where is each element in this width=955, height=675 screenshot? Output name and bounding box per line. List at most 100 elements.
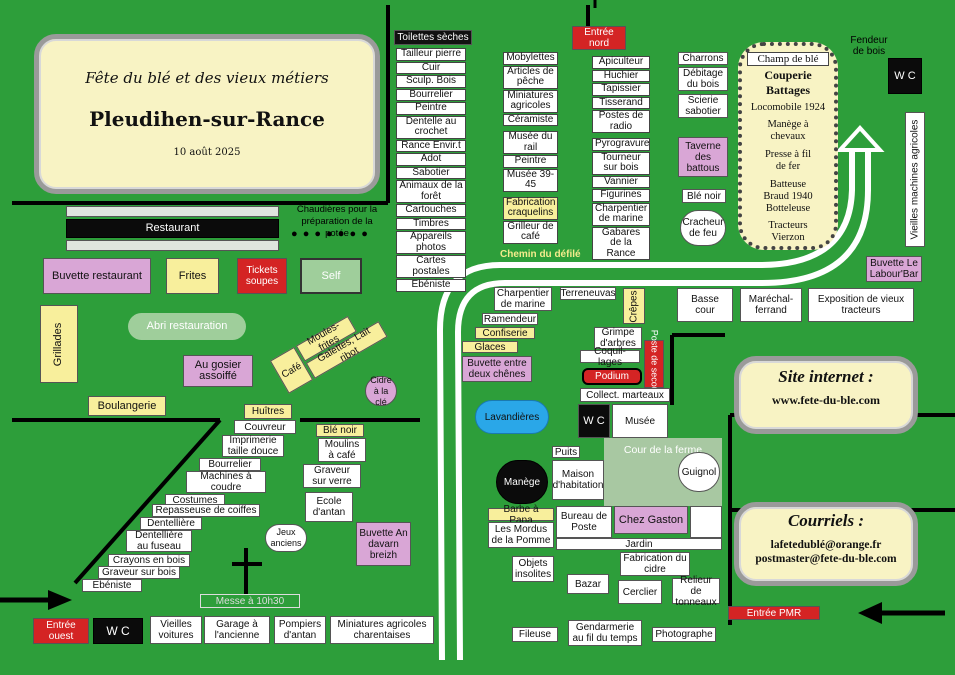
title-date: 10 août 2025 xyxy=(173,147,241,158)
ecole-d-antan: Ecole d'antan xyxy=(305,492,353,522)
champ-manege: Manège à chevaux xyxy=(767,119,809,142)
col3-item: Vannier xyxy=(592,175,650,188)
col3-item: Gabares de la Rance xyxy=(592,226,650,260)
restaurant-bar-top xyxy=(66,206,279,217)
champ-de-ble: Champ de blé Couperie Battages Locomobil… xyxy=(738,42,838,250)
jeux-anciens: Jeux anciens xyxy=(265,524,307,552)
col3-item: Charpentier de marine xyxy=(592,202,650,226)
champ-tracteurs: Tracteurs Vierzon xyxy=(768,220,808,243)
puits: Puits xyxy=(552,446,580,458)
tickets-soupes: Tickets soupes xyxy=(237,258,287,294)
debitage-du-bois: Débitage du bois xyxy=(678,67,728,91)
restaurant-bar-bottom xyxy=(66,240,279,251)
champ-couperie: Couperie xyxy=(764,68,812,82)
huitres: Huîtres xyxy=(244,404,292,419)
title-line2: Pleudihen-sur-Rance xyxy=(89,107,325,131)
champ-battages: Battages xyxy=(766,83,810,97)
chemin-du-defile: Chemin du défilé xyxy=(500,249,581,260)
ble-noir: Blé noir xyxy=(682,189,726,203)
chez-gaston-side xyxy=(690,506,722,538)
vieilles-machines-label: Vieilles machines agricoles xyxy=(909,119,921,240)
arrow-up-icon xyxy=(835,125,885,152)
garage: Garage à l'ancienne xyxy=(204,616,270,644)
col1-item: Bourrelier xyxy=(396,88,466,101)
relieur-de-tonneaux: Relieur de tonneaux xyxy=(672,575,720,608)
entree-ouest[interactable]: Entrée ouest xyxy=(33,618,89,644)
diag-couvreur: Couvreur xyxy=(234,420,296,434)
col2-item: Peintre xyxy=(503,155,558,168)
arrow-left-icon-west xyxy=(0,590,72,610)
fendeur-de-bois: Fendeur de bois xyxy=(848,34,890,58)
col1-item: Animaux de la forêt xyxy=(396,180,466,203)
col1-item: Appareils photos xyxy=(396,231,466,254)
col1-item: Tailleur pierre xyxy=(396,48,466,61)
grillades-label: Grillades xyxy=(52,322,65,366)
chaudieres-dots: ● ● ● ● ● ● ● xyxy=(291,228,369,240)
crepes: Crêpes xyxy=(623,288,645,324)
collect-marteaux: Collect. marteaux xyxy=(580,388,670,402)
diag-repasseuse: Repasseuse de coiffes xyxy=(152,504,260,517)
exposition-tracteurs: Exposition de vieux tracteurs xyxy=(808,288,914,322)
buvette-an-davarn: Buvette An davarn breizh xyxy=(356,522,411,566)
coquillages: Coquil-lages xyxy=(580,346,640,368)
arrow-left-icon-pmr xyxy=(858,602,945,624)
crepes-label: Crêpes xyxy=(628,289,640,323)
manege: Manège xyxy=(496,460,548,504)
grillades: Grillades xyxy=(40,305,78,383)
col3-item: Tapissier xyxy=(592,83,650,96)
wc-center: W C xyxy=(578,404,610,438)
abri-restauration: Abri restauration xyxy=(128,313,246,340)
photographe: Photographe xyxy=(652,627,716,642)
diag-dentelliere: Dentellière xyxy=(140,517,202,530)
taverne-des-battous: Taverne des battous xyxy=(678,137,728,177)
champ-botteleuse: Botteleuse xyxy=(765,203,811,214)
diag-graveur-bois: Graveur sur bois xyxy=(98,566,180,579)
wc-top-right: W C xyxy=(888,58,922,94)
diag-imprimerie: Imprimerie taille douce xyxy=(222,435,284,457)
courriels-label: Courriels : xyxy=(787,511,865,530)
col2-item: Fabrication craquelins xyxy=(503,196,558,220)
col3-item: Tisserand xyxy=(592,96,650,109)
col1: Tailleur pierre Cuir Sculp. Bois Bourrel… xyxy=(396,48,466,293)
buvette-restaurant: Buvette restaurant xyxy=(43,258,151,294)
cross-icon xyxy=(232,548,262,596)
col1-item: Dentelle au crochet xyxy=(396,115,466,139)
au-gosier-assoiffe: Au gosier assoiffé xyxy=(183,355,253,387)
email-2[interactable]: postmaster@fete-du-ble.com xyxy=(755,553,897,565)
poste-de-secours: Poste de secours xyxy=(644,329,664,399)
miniatures-charentaises: Miniatures agricoles charentaises xyxy=(330,616,434,644)
col1-item: Cartouches xyxy=(396,204,466,217)
diag-ebeniste: Ebéniste xyxy=(82,579,142,592)
gendarmerie: Gendarmerie au fil du temps xyxy=(568,620,642,646)
charpentier-de-marine-2: Charpentier de marine xyxy=(494,287,552,311)
cidre-a-la-cle: Cidre à la clé xyxy=(365,375,397,407)
site-url[interactable]: www.fete-du-ble.com xyxy=(772,393,880,407)
col3-item: Apiculteur xyxy=(592,56,650,69)
col3-item: Postes de radio xyxy=(592,110,650,133)
entree-nord[interactable]: Entrée nord xyxy=(572,26,626,50)
restaurant: Restaurant xyxy=(66,219,279,238)
guignol: Guignol xyxy=(678,452,720,492)
col3-item: Tourneur sur bois xyxy=(592,151,650,175)
maison-d-habitation: Maison d'habitation xyxy=(552,460,604,500)
entree-pmr[interactable]: Entrée PMR xyxy=(728,606,820,620)
diag-machines: Machines à coudre xyxy=(186,471,266,493)
col1-item: Cuir xyxy=(396,61,466,74)
marechal-ferrand: Maréchal-ferrand xyxy=(740,288,802,322)
site-internet-panel: Site internet : www.fete-du-ble.com xyxy=(734,356,918,434)
graveur-sur-verre: Graveur sur verre xyxy=(303,464,361,488)
pompiers: Pompiers d'antan xyxy=(274,616,326,644)
col2-item: Grilleur de café xyxy=(503,220,558,244)
ramendeur: Ramendeur xyxy=(482,313,538,325)
messe: Messe à 10h30 xyxy=(200,594,300,608)
champ-title: Champ de blé xyxy=(747,52,829,66)
buvette-labour-bar: Buvette Le Labour'Bar xyxy=(866,256,922,282)
col3-item: Pyrogravure xyxy=(592,138,650,151)
email-1[interactable]: lafetedublé@orange.fr xyxy=(770,539,882,551)
barbe-a-papa: Barbe à Papa xyxy=(488,504,554,526)
champ-locomobile: Locomobile 1924 xyxy=(750,102,826,113)
terreneuvas: Terreneuvas xyxy=(560,287,616,300)
basse-cour: Basse cour xyxy=(677,288,733,322)
diag-bourrelier: Bourrelier xyxy=(199,458,261,471)
fileuse: Fileuse xyxy=(512,627,558,642)
